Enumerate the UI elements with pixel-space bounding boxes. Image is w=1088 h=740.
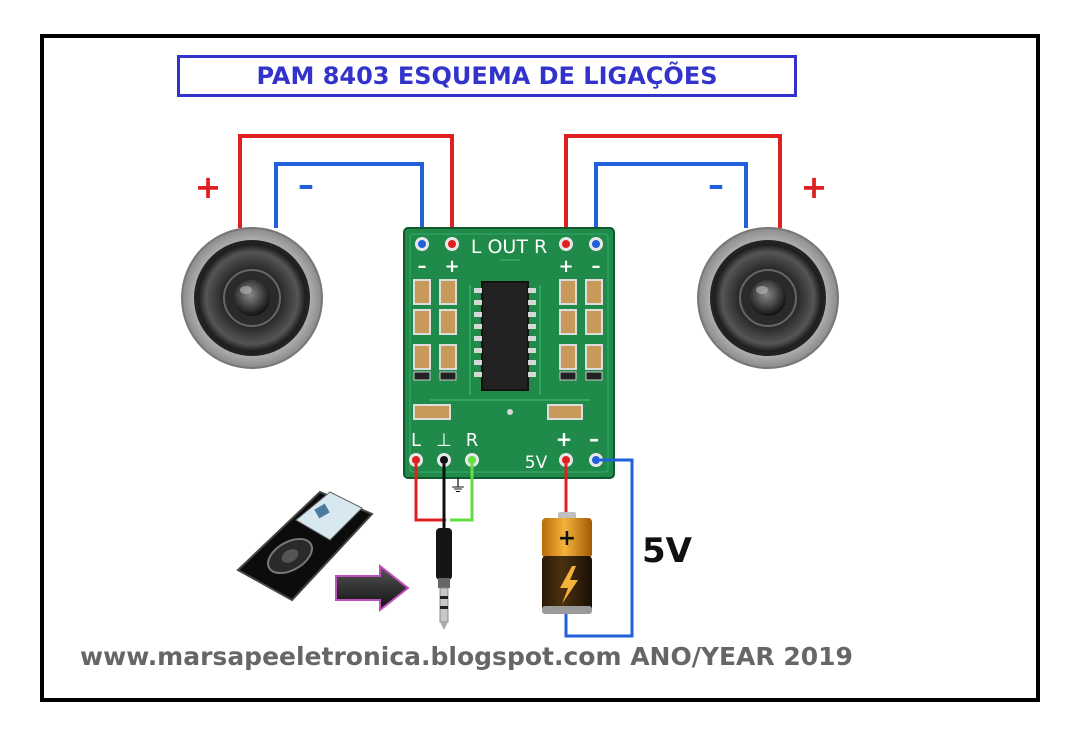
in-ground-label: ⊥ bbox=[436, 430, 452, 451]
power-5v-label: 5V bbox=[525, 453, 548, 473]
power-plus-label: + bbox=[556, 427, 573, 451]
right-speaker bbox=[697, 227, 839, 369]
battery-plus-label: + bbox=[558, 526, 576, 551]
right-speaker-wires bbox=[564, 134, 782, 240]
right-speaker-plus-label: + bbox=[801, 168, 828, 206]
amplifier-chip bbox=[481, 281, 529, 391]
in-right-label: R bbox=[466, 430, 479, 451]
power-wires bbox=[564, 458, 634, 638]
input-power-pads bbox=[409, 453, 603, 467]
supply-voltage-label: 5V bbox=[642, 531, 693, 571]
smd-components bbox=[413, 279, 603, 420]
footer-credit: www.marsapeeletronica.blogspot.com ANO/Y… bbox=[80, 642, 853, 671]
out-left-plus-label: + bbox=[444, 256, 459, 277]
pam8403-board: L OUT R – + + – L ⊥ R + – 5V bbox=[403, 227, 615, 479]
out-right-plus-label: + bbox=[558, 256, 573, 277]
title-box: PAM 8403 ESQUEMA DE LIGAÇÕES bbox=[177, 55, 797, 97]
right-speaker-minus-label: – bbox=[708, 166, 724, 204]
power-minus-label: – bbox=[589, 427, 599, 451]
diagram-frame bbox=[40, 34, 1040, 702]
left-speaker-wires bbox=[238, 134, 454, 240]
diagram-title: PAM 8403 ESQUEMA DE LIGAÇÕES bbox=[256, 62, 718, 90]
signal-arrow bbox=[335, 563, 410, 613]
audio-jack-plug bbox=[436, 528, 452, 630]
mp3-player bbox=[236, 490, 374, 602]
battery bbox=[542, 512, 592, 614]
left-speaker-plus-label: + bbox=[195, 168, 222, 206]
left-speaker bbox=[181, 227, 323, 369]
jack-ground-symbol: ⏚ bbox=[449, 476, 467, 497]
out-right-minus-label: – bbox=[592, 256, 601, 277]
output-pads bbox=[415, 237, 603, 251]
out-label: L OUT R bbox=[471, 236, 547, 258]
audio-input-wires bbox=[414, 464, 474, 530]
left-speaker-minus-label: – bbox=[298, 166, 314, 204]
out-left-minus-label: – bbox=[418, 256, 427, 277]
in-left-label: L bbox=[411, 430, 421, 451]
